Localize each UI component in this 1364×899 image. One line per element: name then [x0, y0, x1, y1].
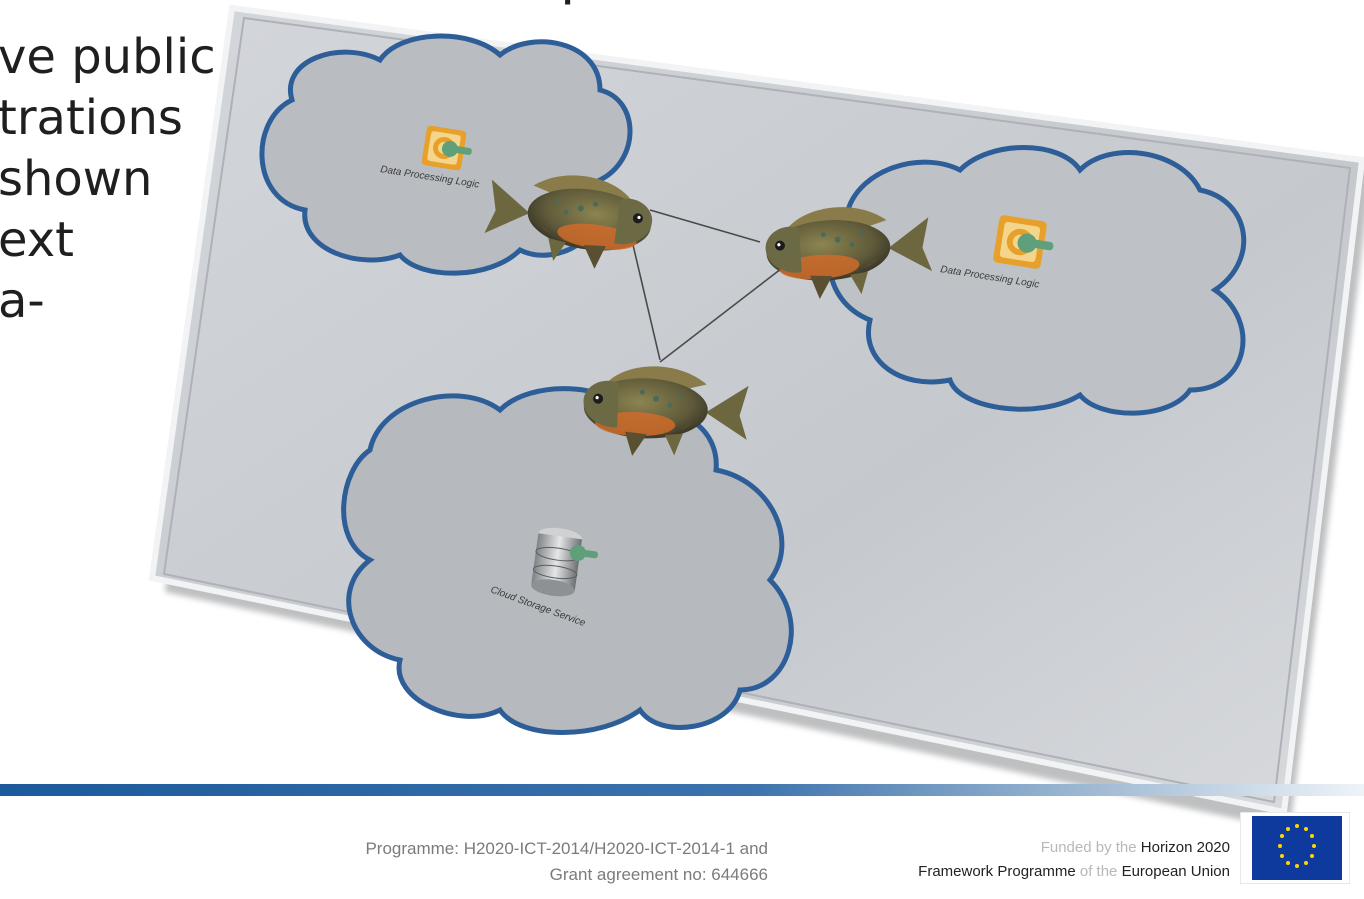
slide-body-line: trations [0, 90, 183, 146]
eu-flag-icon [1240, 812, 1350, 884]
slide-body-line: a- [0, 273, 45, 329]
connection-lines [629, 209, 791, 363]
cloud-storage-icon [531, 527, 599, 597]
footer-rule [0, 784, 1364, 796]
eu-text: European Union [1121, 863, 1230, 880]
horizon-text: Horizon 2020 [1140, 839, 1230, 856]
cloud-data-processing-2 [826, 145, 1247, 416]
slide-title-fragment: p [560, 0, 596, 7]
slide-body-line: ve public [0, 29, 216, 85]
of-the-text: of the [1079, 863, 1122, 880]
slide-body-line: ext [0, 212, 74, 268]
slide-body-line: shown [0, 151, 153, 207]
footer-programme: Programme: H2020-ICT-2014/H2020-ICT-2014… [365, 836, 768, 888]
grant-line: Grant agreement no: 644666 [549, 865, 768, 884]
framework-text: Framework Programme [918, 863, 1080, 880]
funded-text: Funded by the [1040, 839, 1141, 856]
programme-line: Programme: H2020-ICT-2014/H2020-ICT-2014… [365, 839, 768, 858]
footer-funded-by: Funded by the Horizon 2020 Framework Pro… [918, 836, 1230, 884]
